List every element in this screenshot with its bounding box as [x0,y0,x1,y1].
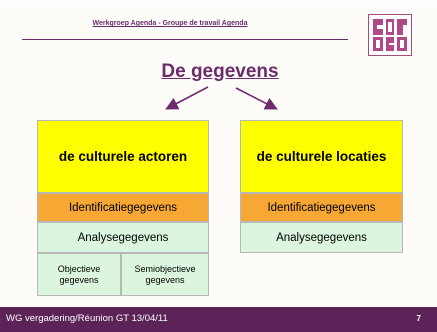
actors-heading: de culturele actoren [37,120,209,193]
objective-line-1: Objectieve [57,263,101,274]
semiobjective-line-2: gegevens [145,274,185,285]
header-title: Werkgroep Agenda - Groupe de travail Age… [92,20,248,27]
locations-analysis: Analysegegevens [240,222,403,253]
objective-line-2: gegevens [59,274,99,285]
arrow-left-icon [165,86,209,110]
actors-analysis: Analysegegevens [37,222,209,253]
objective-data-box: Objectieve gegevens [37,253,121,296]
locations-heading: de culturele locaties [240,120,403,193]
footer-text: WG vergadering/Réunion GT 13/04/11 [6,313,168,324]
main-title: De gegevens [161,61,279,82]
semiobjective-data-box: Semiobjectieve gegevens [121,253,209,296]
header-divider [22,39,348,40]
locations-identification: Identificatiegegevens [240,193,403,222]
slide-top-edge [0,0,437,6]
logo [368,14,412,56]
actors-identification: Identificatiegegevens [37,193,209,222]
page-number: 7 [416,314,421,323]
semiobjective-line-1: Semiobjectieve [134,263,196,274]
logo-graphic [369,15,411,55]
footer-bar: WG vergadering/Réunion GT 13/04/11 7 [0,307,437,332]
arrow-right-icon [235,87,278,110]
